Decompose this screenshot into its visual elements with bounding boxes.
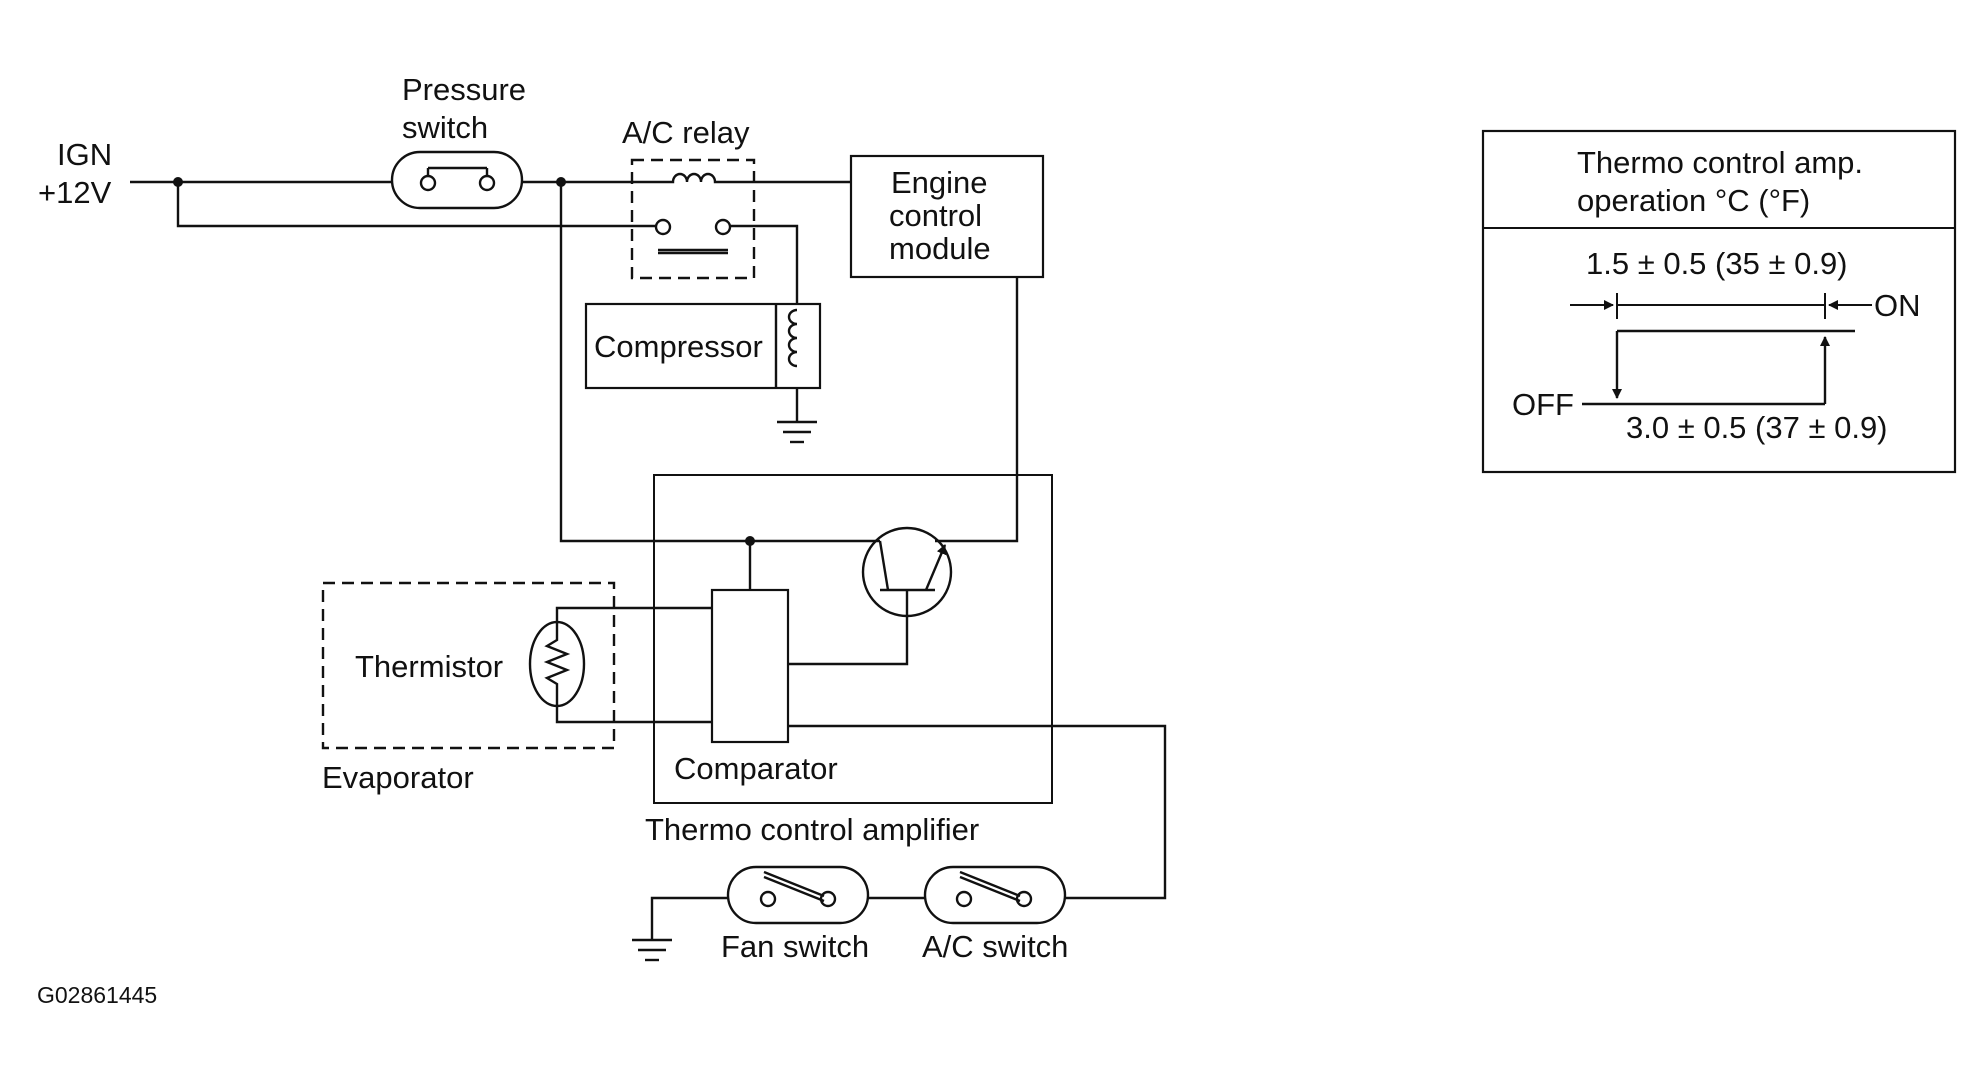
thermo-amp-label: Thermo control amplifier [645,812,979,847]
fan-switch-label: Fan switch [721,929,869,964]
hysteresis-graph [1570,293,1872,406]
compressor: Compressor [584,302,822,390]
ac-relay [630,158,756,280]
off-threshold-value: 3.0 ± 0.5 (37 ± 0.9) [1626,410,1888,445]
compressor-label: Compressor [594,329,763,364]
pressure-switch [390,150,524,210]
ac-switch [923,865,1067,925]
compressor-clutch-coil-icon [787,308,798,368]
off-label: OFF [1512,387,1574,422]
compressor-ground-icon [777,420,817,444]
operation-table: Thermo control amp. operation °C (°F) 1.… [1481,129,1957,474]
thermo-control-amplifier: Comparator Thermo control amplifier [645,474,1053,847]
ecm-label-2: control [889,198,982,233]
ac-switch-label: A/C switch [922,929,1068,964]
ac-relay-label: A/C relay [622,115,750,150]
engine-control-module: Engine control module [849,154,1045,279]
switch-loop-wiring [788,724,1167,900]
switch-ground-icon [632,938,672,962]
ecm-label-3: module [889,231,991,266]
pressure-switch-label: Pressure [402,72,526,107]
comparator-label: Comparator [674,751,838,786]
switch-ground-wiring [650,896,728,940]
thermistor-label: Thermistor [355,649,503,684]
thermistor-icon [528,620,586,708]
transistor-icon [861,526,953,618]
on-threshold-value: 1.5 ± 0.5 (35 ± 0.9) [1586,246,1848,281]
ign-label: IGN [57,137,112,172]
fan-switch [726,865,870,925]
comparator-block [710,588,790,744]
evaporator: Thermistor [321,581,712,750]
table-title-2: operation °C (°F) [1577,183,1810,218]
supply-wiring [130,177,1019,546]
evaporator-label: Evaporator [322,760,474,795]
on-label: ON [1874,288,1921,323]
pressure-switch-label-2: switch [402,110,488,145]
table-title-1: Thermo control amp. [1577,145,1863,180]
relay-coil-icon [660,172,718,184]
ecm-label-1: Engine [891,165,988,200]
figure-id: G02861445 [37,982,157,1008]
voltage-label: +12V [38,175,112,210]
